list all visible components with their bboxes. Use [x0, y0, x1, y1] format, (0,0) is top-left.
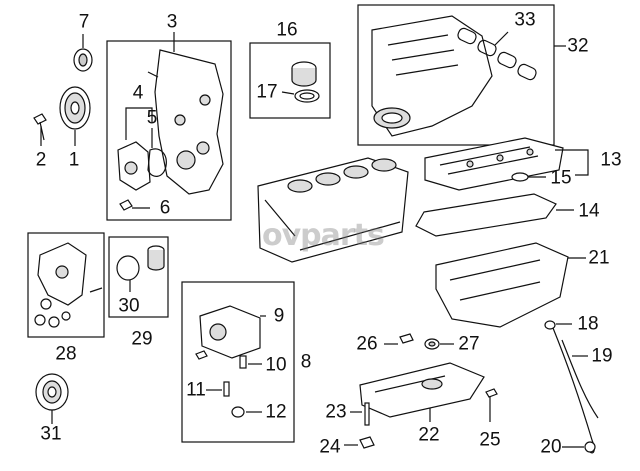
callout-7: 7 [78, 11, 90, 33]
head-cover-gasket [415, 193, 574, 237]
group-box-29 [108, 236, 169, 318]
water-pump-assembly [34, 242, 103, 328]
pump-pin [206, 381, 230, 397]
callout-5: 5 [146, 107, 158, 129]
dipstick-o-ring [562, 441, 596, 453]
oil-filter-o-ring [116, 255, 140, 292]
watermark-text: ovparts [262, 218, 385, 253]
group-box-8 [181, 281, 295, 443]
callout-25: 25 [479, 429, 501, 451]
drain-plug [344, 436, 375, 449]
timing-chain-cover [147, 32, 224, 195]
callout-31: 31 [40, 423, 62, 445]
idler-pulley [35, 373, 69, 424]
callout-11: 11 [186, 379, 206, 401]
callout-8: 8 [300, 351, 312, 373]
callout-10: 10 [265, 354, 287, 376]
plug-washer [424, 338, 454, 350]
front-oil-seal [73, 34, 93, 72]
cylinder-head-cover [424, 137, 589, 191]
callout-18: 18 [577, 313, 599, 335]
callout-16: 16 [276, 19, 298, 41]
filler-cap-gasket [281, 89, 320, 103]
callout-15: 15 [550, 167, 572, 189]
oil-pan-upper [435, 242, 586, 328]
callout-23: 23 [325, 401, 347, 423]
callout-3: 3 [166, 11, 178, 33]
group-box-16 [249, 42, 331, 119]
callout-32: 32 [567, 35, 589, 57]
oil-level-dipstick [544, 320, 595, 454]
water-pump [117, 107, 153, 191]
callout-20: 20 [540, 436, 562, 458]
oil-filler-cap [291, 61, 317, 87]
oil-pan-stud [350, 402, 370, 426]
callout-24: 24 [319, 436, 341, 458]
plug-bolt [384, 333, 414, 345]
callout-2: 2 [35, 149, 47, 171]
callout-22: 22 [418, 424, 440, 446]
oil-pump [199, 305, 266, 359]
callout-28: 28 [55, 343, 77, 365]
relief-valve-plug [239, 355, 262, 369]
callout-1: 1 [68, 149, 80, 171]
callout-9: 9 [273, 305, 285, 327]
callout-21: 21 [588, 247, 610, 269]
cover-grommet [511, 172, 546, 182]
intake-manifold [371, 15, 493, 137]
cover-bolt [119, 199, 150, 211]
callout-17: 17 [256, 81, 278, 103]
crankshaft-pulley [59, 86, 91, 146]
callout-13: 13 [600, 149, 622, 171]
callout-26: 26 [356, 333, 378, 355]
oil-pan-lower [359, 362, 485, 422]
group-box-3 [106, 40, 232, 221]
oil-pan-bolt [485, 388, 498, 422]
pump-seal [231, 406, 262, 418]
callout-6: 6 [159, 197, 171, 219]
callout-14: 14 [578, 200, 600, 222]
pulley-bolt [33, 113, 47, 146]
callout-4: 4 [132, 82, 144, 104]
callout-33: 33 [514, 9, 536, 31]
callout-30: 30 [118, 295, 140, 317]
pump-bolt [195, 350, 208, 360]
intake-manifold-gasket [457, 27, 566, 81]
dipstick-guide [561, 339, 599, 419]
water-pump-gasket [147, 128, 167, 177]
group-box-32 [357, 4, 555, 146]
callout-19: 19 [591, 345, 613, 367]
callout-29: 29 [131, 328, 153, 350]
oil-filter-element [147, 245, 165, 271]
callout-12: 12 [265, 401, 287, 423]
cylinder-block [257, 157, 409, 263]
group-box-28 [27, 232, 105, 338]
callout-27: 27 [458, 333, 480, 355]
